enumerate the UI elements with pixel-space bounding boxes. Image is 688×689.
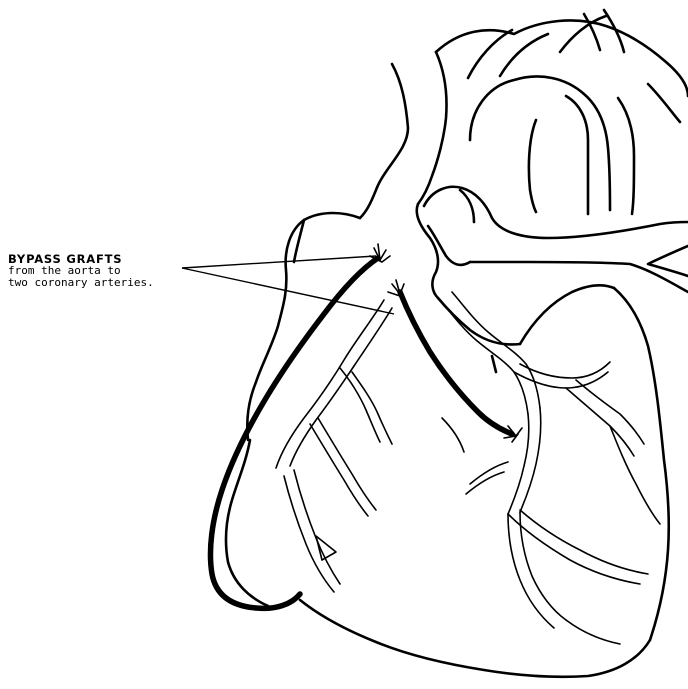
vessel-small-twig [442,418,464,452]
aorta-left-wall [418,52,447,204]
bypass-grafts [210,244,522,608]
coronary-vessels [276,292,660,644]
left-atrium-top [520,285,614,344]
great-vessels [360,10,688,218]
vessel-triangle [316,536,336,560]
vessel-lower-branch-1-inner [520,510,648,574]
pulmonary-trunk-outline [417,204,438,298]
descending-aorta-edge [648,84,680,122]
vessel-diagonal-1-inner [520,362,610,378]
vessel-right-edge-branch [610,426,660,524]
vessel-branch-3 [310,424,368,516]
graft-small-stub [492,356,496,372]
vessel-diagonal-1 [514,372,608,388]
graft-short [400,292,512,434]
heart-body [226,213,669,677]
caption-line-2: two coronary arteries. [8,277,154,289]
vessel-branch-4 [318,418,376,510]
right-atrium-appendage [294,220,304,262]
descending-aorta-left [529,120,536,212]
vessel-branch-2 [352,372,392,444]
bypass-grafts-caption: BYPASS GRAFTS from the aorta to two coro… [8,253,154,289]
vessel-diagonal-2 [566,388,634,456]
vessel-right-coronary [276,300,384,468]
descending-aorta-far-right [618,98,634,214]
heart-inferior-border [300,600,650,677]
vessel-lower-branch-3 [566,620,620,644]
interventricular-upper [438,298,520,344]
pulmonary-branch-upper-return [648,246,688,276]
vessel-left-descending-inner [452,292,540,408]
pulmonary-gap [460,190,474,222]
pulmonary-artery [417,187,688,298]
pointer-line-upper [182,256,376,268]
brachiocephalic-artery [468,30,512,78]
left-carotid-artery [500,34,548,76]
vessel-circumflex-inner [520,408,541,512]
vessel-right-coronary-inner [290,308,392,466]
label-pointers [182,256,394,314]
vessel-diagonal-2-inner [576,380,644,444]
superior-vena-cava-outline [360,64,408,218]
vessel-lower-branch-1 [508,514,640,584]
heart-right-border [614,288,669,640]
pointer-line-lower [182,268,394,314]
vessel-branch-5 [284,476,334,592]
descending-aorta-right [566,96,588,214]
vessel-left-descending [440,300,528,414]
